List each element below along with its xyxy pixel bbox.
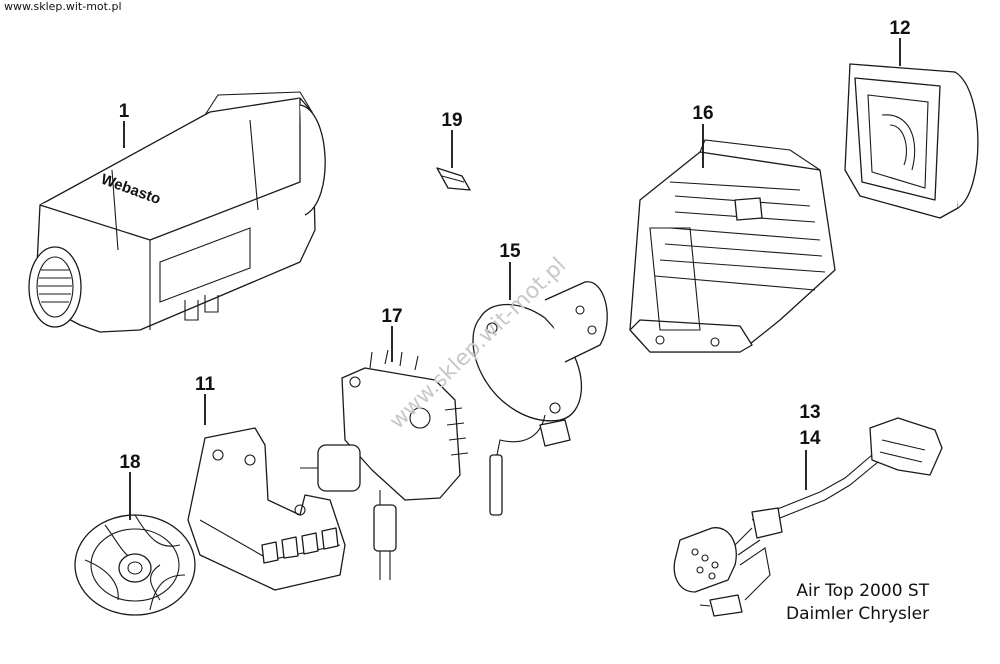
part-label-17: 17 xyxy=(381,306,402,327)
part-17-blower-motor xyxy=(300,349,469,580)
part-label-12: 12 xyxy=(889,18,910,39)
part-label-11: 11 xyxy=(195,374,216,395)
model-caption-line-2: Daimler Chrysler xyxy=(786,604,930,624)
part-16-heat-exchanger xyxy=(629,139,836,353)
model-caption-line-1: Air Top 2000 ST xyxy=(796,581,930,601)
model-caption: Air Top 2000 ST Daimler Chrysler xyxy=(786,580,929,626)
part-11-housing xyxy=(187,427,346,591)
part-19-clip xyxy=(436,167,471,191)
part-label-16: 16 xyxy=(692,103,713,124)
part-label-18: 18 xyxy=(119,452,140,473)
part-1-heater-unit: Webasto xyxy=(28,91,326,333)
source-label: www.sklep.wit-mot.pl xyxy=(4,0,122,13)
part-label-14: 14 xyxy=(799,428,821,449)
part-12-sleeve xyxy=(844,63,979,219)
part-label-15: 15 xyxy=(499,241,521,262)
part-15-burner-plate xyxy=(472,281,608,516)
part-label-1: 1 xyxy=(119,101,130,122)
part-label-19: 19 xyxy=(441,110,462,131)
part-label-13: 13 xyxy=(799,402,820,423)
part-18-impeller xyxy=(74,514,196,616)
part-13-14-wiring-harness xyxy=(673,417,943,617)
